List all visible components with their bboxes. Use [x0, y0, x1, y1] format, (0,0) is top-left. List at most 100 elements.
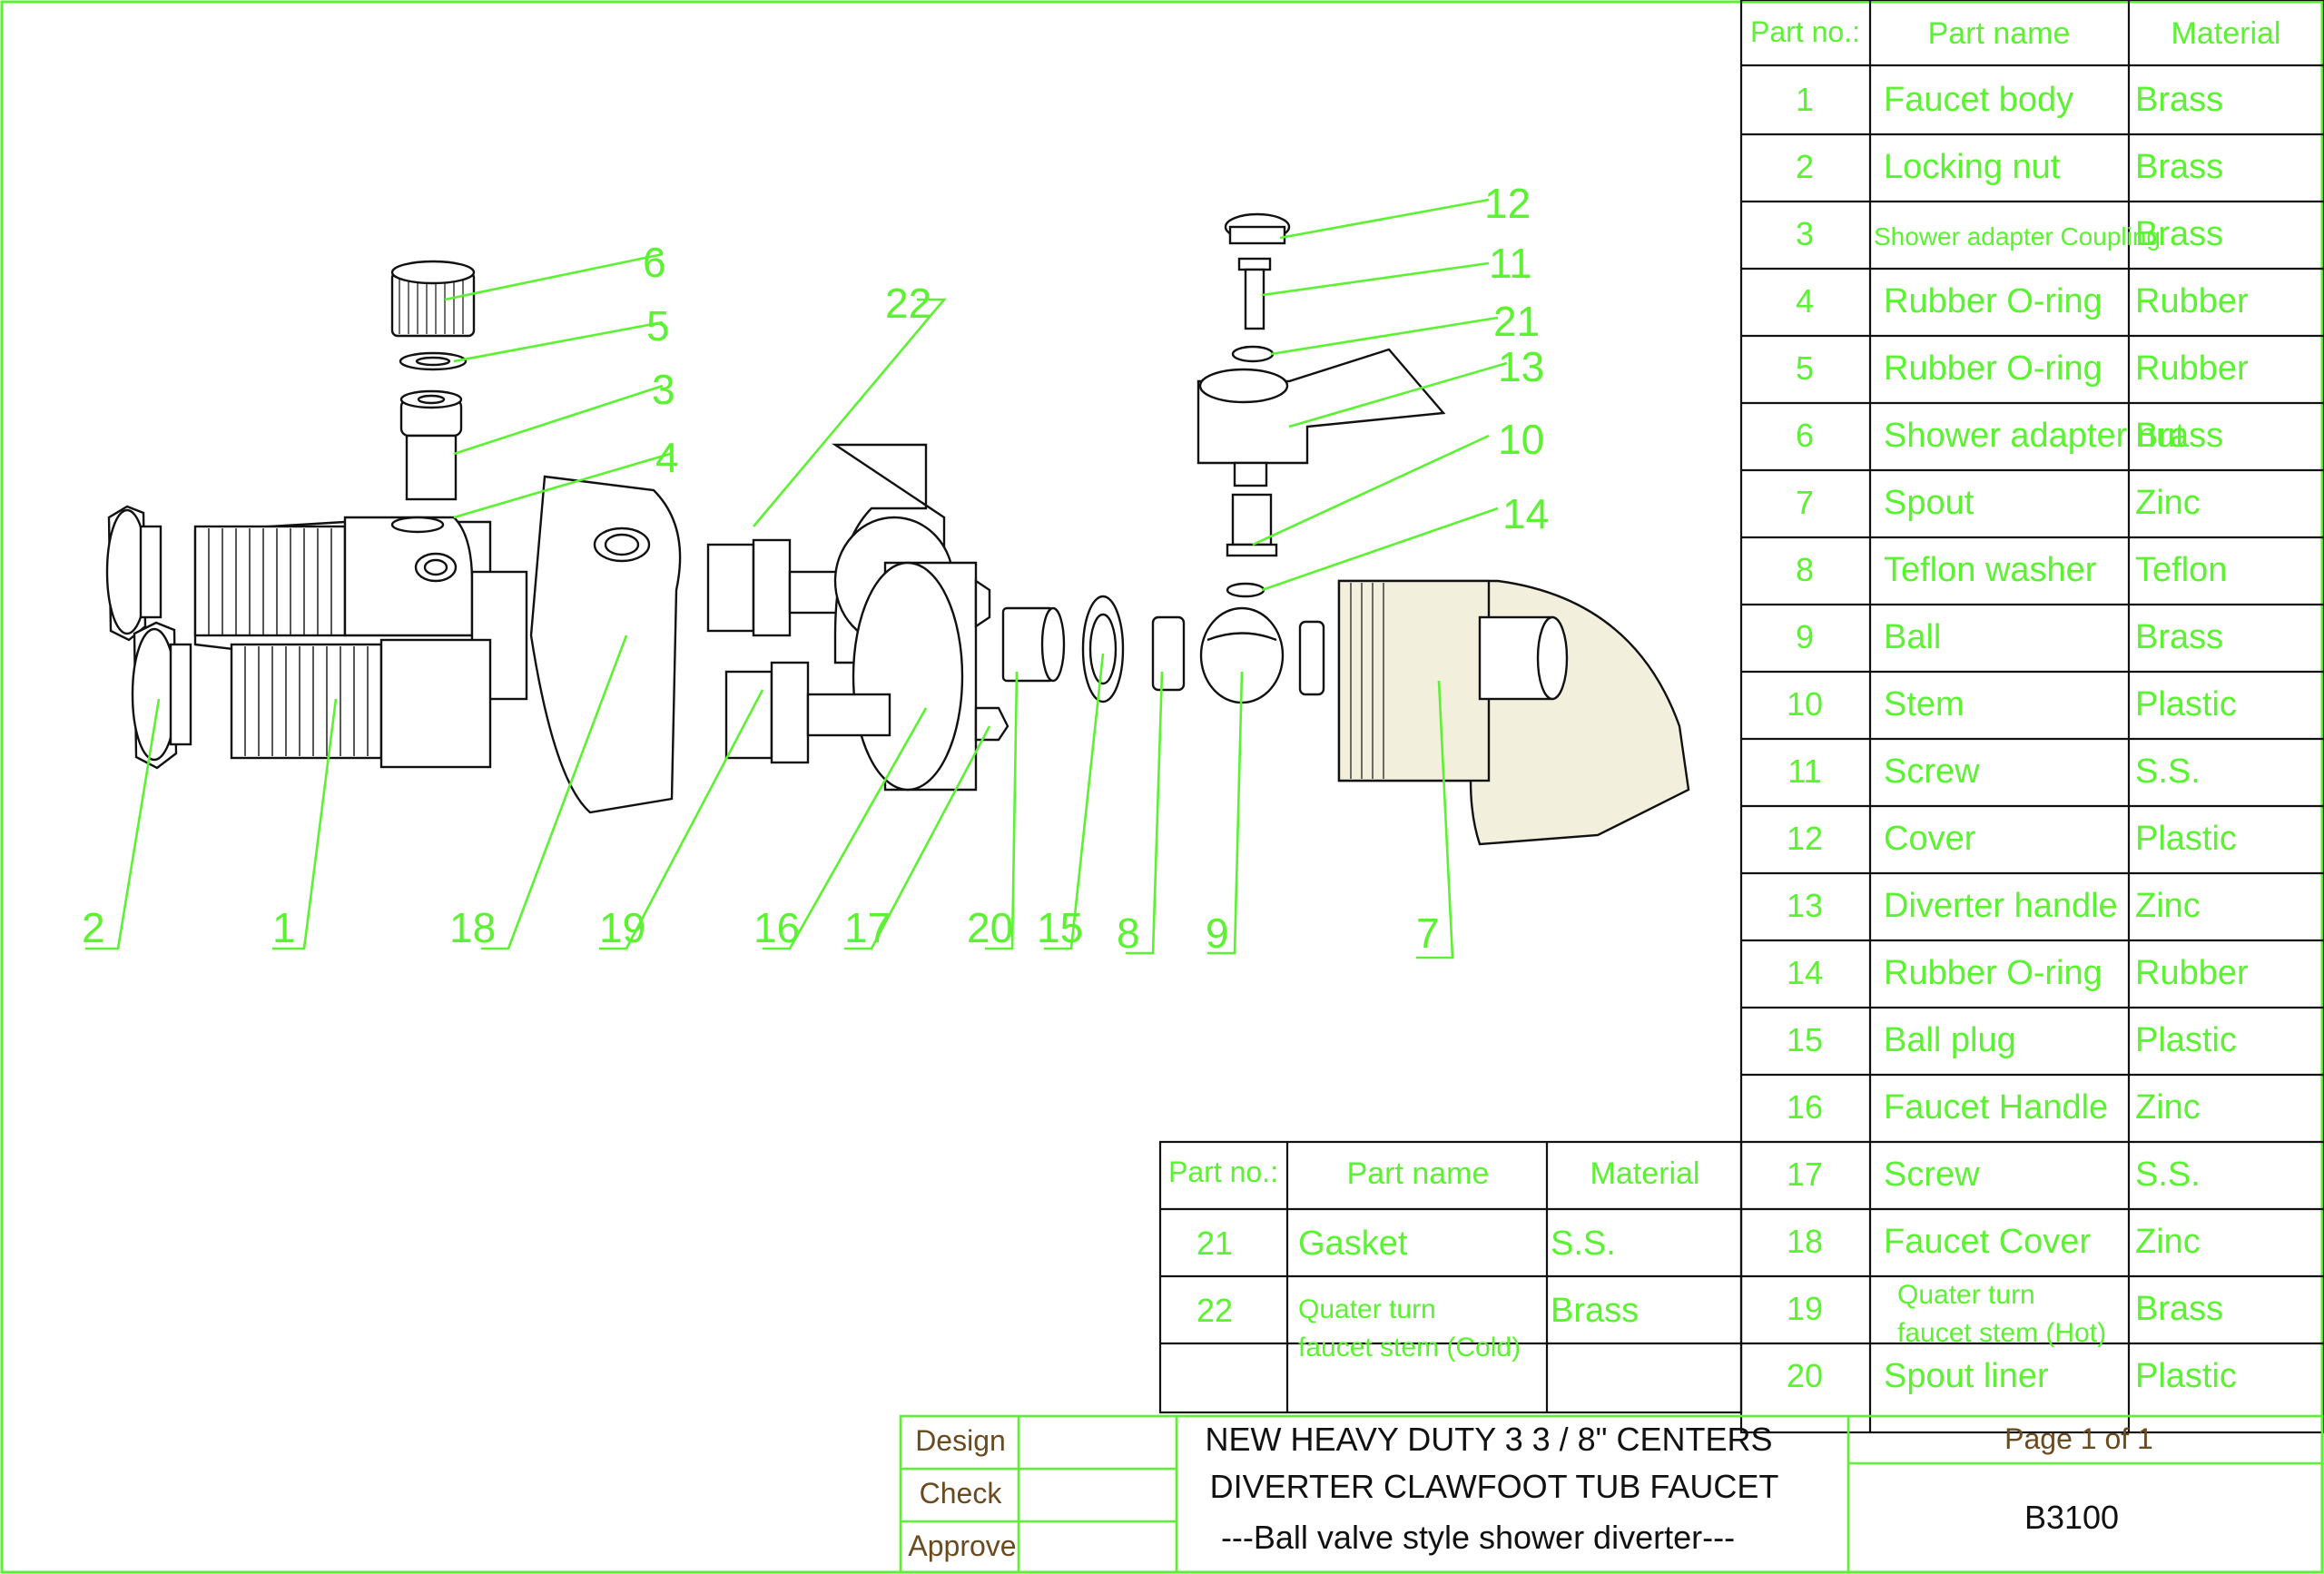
part-material: Teflon — [2135, 551, 2227, 589]
part-name: Faucet Cover — [1884, 1223, 2091, 1261]
callout-leaders — [85, 198, 1508, 959]
faucet-handle-lower — [852, 561, 1009, 792]
part-number: 3 — [1796, 215, 1814, 252]
locking-nut-top — [105, 505, 162, 642]
title-line-3: ---Ball valve style shower diverter--- — [1221, 1519, 1735, 1556]
part-number: 12 — [1787, 820, 1823, 857]
right-header-material: Material — [2171, 16, 2281, 51]
part-number: 18 — [1787, 1223, 1823, 1260]
part-name: Gasket — [1298, 1225, 1408, 1263]
part-number: 20 — [1787, 1357, 1823, 1394]
part-number: 16 — [1787, 1088, 1823, 1126]
part-material: Zinc — [2135, 887, 2201, 925]
spout — [1337, 579, 1690, 846]
part-name: Rubber O-ring — [1884, 954, 2102, 992]
part-material: Zinc — [2135, 484, 2201, 522]
diverter-handle — [1196, 348, 1446, 487]
spout-liner — [1001, 606, 1066, 683]
part-number: 2 — [1796, 148, 1814, 185]
part-name: Stem — [1884, 685, 1965, 723]
left-header-material: Material — [1590, 1156, 1700, 1191]
left-header-name: Part name — [1347, 1156, 1490, 1191]
callout-1: 1 — [272, 904, 296, 951]
callout-20: 20 — [967, 904, 1013, 951]
callout-16: 16 — [753, 904, 800, 951]
part-name: Spout liner — [1884, 1357, 2049, 1395]
part-name: Diverter handle — [1884, 887, 2118, 925]
part-number: 6 — [1796, 417, 1814, 454]
cover — [1224, 212, 1291, 245]
part-name: Screw — [1884, 753, 1980, 791]
callout-5: 5 — [646, 302, 670, 349]
callout-19: 19 — [599, 904, 645, 951]
part-number: 19 — [1787, 1290, 1823, 1327]
part-material: Zinc — [2135, 1088, 2201, 1126]
part-material: Rubber — [2135, 282, 2249, 320]
screw — [1237, 257, 1272, 330]
callout-9: 9 — [1206, 910, 1229, 957]
approve-label: Approve — [908, 1530, 1016, 1562]
part-name: Faucet Handle — [1884, 1088, 2108, 1126]
part-number: 8 — [1796, 551, 1814, 588]
faucet-cover — [529, 475, 682, 814]
faucet-body — [193, 516, 528, 769]
title-line-2: DIVERTER CLAWFOOT TUB FAUCET — [1210, 1468, 1779, 1505]
part-material: Plastic — [2135, 685, 2237, 723]
part-name: Ball plug — [1884, 1021, 2016, 1059]
part-number: 13 — [1787, 887, 1823, 924]
check-label: Check — [920, 1477, 1003, 1510]
callout-10: 10 — [1498, 416, 1544, 463]
washer-right — [1298, 620, 1325, 696]
part-material: Brass — [2135, 148, 2223, 186]
callout-6: 6 — [643, 239, 666, 286]
teflon-washer — [1151, 615, 1186, 692]
part-material: Rubber — [2135, 349, 2249, 388]
callout-17: 17 — [844, 904, 891, 951]
part-number: 1 — [1796, 81, 1814, 118]
callout-18: 18 — [449, 904, 496, 951]
part-number: 10 — [1787, 685, 1823, 723]
right-header-name: Part name — [1928, 16, 2071, 51]
ball — [1199, 606, 1285, 704]
callout-12: 12 — [1484, 180, 1531, 227]
part-name: Rubber O-ring — [1884, 282, 2102, 320]
part-name: Screw — [1884, 1156, 1980, 1194]
part-material: Plastic — [2135, 820, 2237, 858]
part-material: Brass — [2135, 215, 2223, 253]
part-number: 9 — [1796, 618, 1814, 655]
part-material: Plastic — [2135, 1021, 2237, 1059]
part-material: S.S. — [2135, 753, 2201, 791]
part-name: Teflon washer — [1884, 551, 2097, 589]
part-material: Rubber — [2135, 954, 2249, 992]
stem — [1226, 493, 1278, 557]
locking-nut-bottom — [131, 621, 192, 770]
parts-table-right — [1739, 0, 2324, 1434]
ball-plug — [1081, 595, 1125, 703]
part-number: 15 — [1787, 1021, 1823, 1058]
o-ring-14 — [1226, 582, 1265, 598]
callout-14: 14 — [1502, 490, 1549, 537]
right-header-no: Part no.: — [1750, 15, 1860, 48]
part-name: Cover — [1884, 820, 1976, 858]
callout-21: 21 — [1493, 298, 1540, 345]
callout-7: 7 — [1416, 910, 1440, 957]
part-number: 14 — [1787, 954, 1823, 991]
part-number: 11 — [1787, 753, 1821, 790]
page-label: Page 1 of 1 — [2004, 1422, 2153, 1455]
drawing-code: B3100 — [2024, 1499, 2119, 1536]
part-material: Zinc — [2135, 1223, 2201, 1261]
part-material: Brass — [2135, 417, 2223, 455]
callout-11: 11 — [1489, 240, 1532, 287]
callout-3: 3 — [652, 366, 675, 413]
callout-2: 2 — [82, 904, 105, 951]
part-material: S.S. — [1551, 1225, 1616, 1263]
part-material: Brass — [2135, 81, 2223, 119]
part-name: Ball — [1884, 618, 1941, 656]
part-material: Brass — [2135, 618, 2223, 656]
part-material: Brass — [2135, 1290, 2223, 1328]
part-number: 4 — [1796, 282, 1814, 320]
parts-table-left — [1158, 1140, 1743, 1414]
